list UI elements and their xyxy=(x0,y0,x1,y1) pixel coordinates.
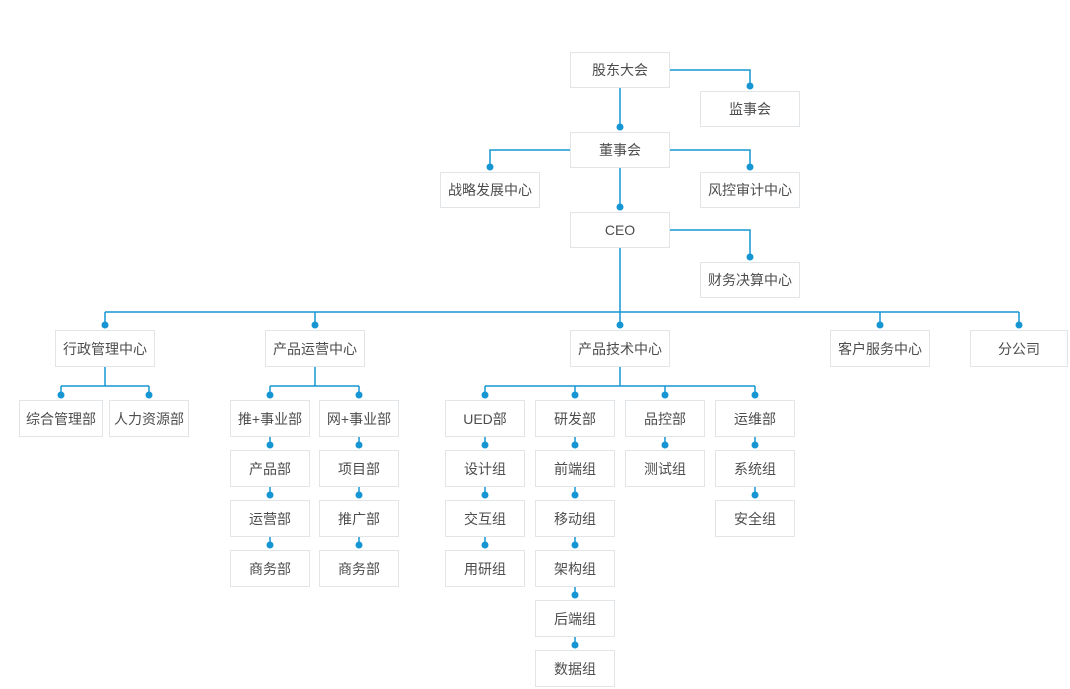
org-node-ceo: CEO xyxy=(570,212,670,248)
connector-dot xyxy=(266,541,274,549)
org-node-user-research-group: 用研组 xyxy=(445,550,525,587)
connector-dot xyxy=(1015,321,1023,329)
org-node-board-of-directors: 董事会 xyxy=(570,132,670,168)
org-node-quality-control-dept: 品控部 xyxy=(625,400,705,437)
org-node-supervisory-board: 监事会 xyxy=(700,91,800,127)
connector-dot xyxy=(355,541,363,549)
connector-dot xyxy=(481,541,489,549)
connector-dot xyxy=(661,391,669,399)
connector-dot xyxy=(746,82,754,90)
org-node-frontend-group: 前端组 xyxy=(535,450,615,487)
org-node-ops-maintenance-dept: 运维部 xyxy=(715,400,795,437)
org-node-general-admin-dept: 综合管理部 xyxy=(19,400,103,437)
connector-dot xyxy=(616,321,624,329)
org-node-customer-service-center: 客户服务中心 xyxy=(830,330,930,367)
org-node-architecture-group: 架构组 xyxy=(535,550,615,587)
connector-dot xyxy=(266,391,274,399)
org-node-admin-mgmt-center: 行政管理中心 xyxy=(55,330,155,367)
connector-dot xyxy=(481,391,489,399)
connector-dot xyxy=(481,491,489,499)
org-node-project-dept: 项目部 xyxy=(319,450,399,487)
org-node-tui-plus-business-dept: 推+事业部 xyxy=(230,400,310,437)
connector-dot xyxy=(486,163,494,171)
org-node-ued-dept: UED部 xyxy=(445,400,525,437)
org-node-branch-company: 分公司 xyxy=(970,330,1068,367)
org-node-wang-plus-business-dept: 网+事业部 xyxy=(319,400,399,437)
org-node-interaction-group: 交互组 xyxy=(445,500,525,537)
org-node-product-dept: 产品部 xyxy=(230,450,310,487)
connector-dot xyxy=(101,321,109,329)
org-node-operations-dept: 运营部 xyxy=(230,500,310,537)
org-node-risk-audit-center: 风控审计中心 xyxy=(700,172,800,208)
org-node-product-tech-center: 产品技术中心 xyxy=(570,330,670,367)
connector-dot xyxy=(661,441,669,449)
connector-line xyxy=(670,149,751,167)
connector-dot xyxy=(876,321,884,329)
org-node-business-dept-2: 商务部 xyxy=(319,550,399,587)
org-node-design-group: 设计组 xyxy=(445,450,525,487)
org-node-system-group: 系统组 xyxy=(715,450,795,487)
connector-dot xyxy=(616,203,624,211)
org-node-rd-dept: 研发部 xyxy=(535,400,615,437)
connector-dot xyxy=(355,441,363,449)
connector-dot xyxy=(571,391,579,399)
connector-dot xyxy=(145,391,153,399)
connector-line xyxy=(670,69,751,86)
org-node-data-group: 数据组 xyxy=(535,650,615,687)
connector-dot xyxy=(616,123,624,131)
connector-dot xyxy=(481,441,489,449)
connector-line xyxy=(489,149,570,167)
connector-dot xyxy=(355,491,363,499)
org-node-strategy-dev-center: 战略发展中心 xyxy=(440,172,540,208)
connector-dot xyxy=(266,441,274,449)
connector-dot xyxy=(751,491,759,499)
connector-dot xyxy=(571,441,579,449)
org-node-shareholders-meeting: 股东大会 xyxy=(570,52,670,88)
connector-line xyxy=(670,229,751,257)
org-node-backend-group: 后端组 xyxy=(535,600,615,637)
connector-dot xyxy=(57,391,65,399)
org-node-product-ops-center: 产品运营中心 xyxy=(265,330,365,367)
org-node-promotion-dept: 推广部 xyxy=(319,500,399,537)
connector-dot xyxy=(571,641,579,649)
org-node-hr-dept: 人力资源部 xyxy=(109,400,189,437)
connector-dot xyxy=(571,541,579,549)
connector-dot xyxy=(355,391,363,399)
connector-dot xyxy=(571,591,579,599)
org-node-mobile-group: 移动组 xyxy=(535,500,615,537)
connector-dot xyxy=(751,441,759,449)
connector-dot xyxy=(746,253,754,261)
connector-dot xyxy=(266,491,274,499)
connector-dot xyxy=(571,491,579,499)
connector-dot xyxy=(311,321,319,329)
org-node-testing-group: 测试组 xyxy=(625,450,705,487)
org-node-business-dept-1: 商务部 xyxy=(230,550,310,587)
connector-dot xyxy=(751,391,759,399)
connector-dot xyxy=(746,163,754,171)
org-node-security-group: 安全组 xyxy=(715,500,795,537)
org-node-finance-center: 财务决算中心 xyxy=(700,262,800,298)
